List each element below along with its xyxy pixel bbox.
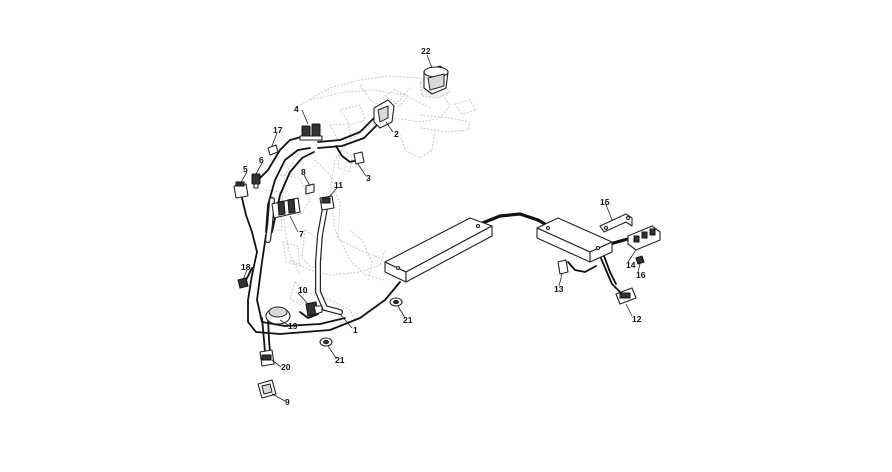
part-17-clip xyxy=(267,144,279,156)
part-19-knob xyxy=(265,306,291,325)
part-13-clip xyxy=(557,259,569,275)
part-3-connector xyxy=(353,151,365,165)
callout-21a: 21 xyxy=(403,315,413,325)
cable-duct-right xyxy=(536,217,613,263)
part-21-grommet-a xyxy=(389,297,403,307)
part-20-connector xyxy=(259,349,275,367)
callout-7: 7 xyxy=(299,229,304,239)
callout-3: 3 xyxy=(366,173,371,183)
callout-5: 5 xyxy=(243,164,248,174)
callout-20: 20 xyxy=(281,362,291,372)
callout-12: 12 xyxy=(632,314,642,324)
callout-13: 13 xyxy=(554,284,564,294)
callout-10: 10 xyxy=(298,285,308,295)
part-11-connector xyxy=(319,195,335,211)
part-4-connector xyxy=(299,123,323,141)
callout-labels: 1 2 3 4 5 6 7 8 9 10 11 12 13 14 15 16 1… xyxy=(241,46,646,407)
callout-2: 2 xyxy=(394,129,399,139)
leader-lines xyxy=(239,54,641,402)
callout-22: 22 xyxy=(421,46,431,56)
callout-11: 11 xyxy=(334,180,343,190)
part-10-connector xyxy=(305,301,323,317)
part-5-connector xyxy=(233,181,249,199)
cable-duct-left xyxy=(384,217,493,283)
part-15-bracket xyxy=(599,213,633,233)
main-harness xyxy=(241,111,642,353)
callout-17: 17 xyxy=(273,125,283,135)
callout-1: 1 xyxy=(353,325,358,335)
part-7-relay-block xyxy=(271,197,301,219)
part-12-connector xyxy=(615,287,637,305)
part-6-connector xyxy=(251,173,261,189)
callout-21b: 21 xyxy=(335,355,345,365)
callout-19: 19 xyxy=(288,321,298,331)
part-21-grommet-b xyxy=(319,337,333,347)
part-2-switch xyxy=(373,99,395,129)
callout-9: 9 xyxy=(285,397,290,407)
callout-14: 14 xyxy=(626,260,636,270)
part-9-plug xyxy=(257,379,277,399)
part-14-connector xyxy=(627,225,661,251)
callout-16: 16 xyxy=(636,270,646,280)
callout-6: 6 xyxy=(259,155,264,165)
callout-15: 15 xyxy=(600,197,610,207)
part-22-cap xyxy=(423,65,449,95)
callout-4: 4 xyxy=(294,104,299,114)
part-8-clip xyxy=(305,183,315,195)
callout-8: 8 xyxy=(301,167,306,177)
part-16-clip xyxy=(635,255,645,265)
callout-18: 18 xyxy=(241,262,251,272)
